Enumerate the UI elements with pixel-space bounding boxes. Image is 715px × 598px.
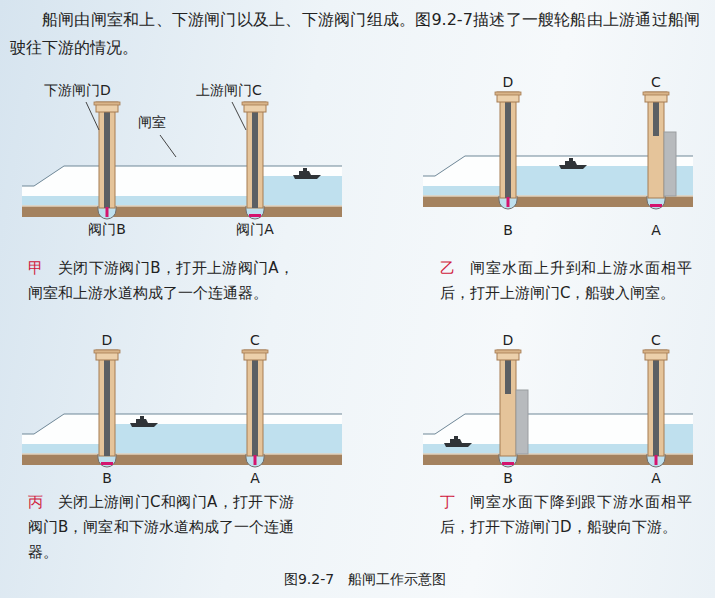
upstream-water (255, 424, 342, 454)
gate-letter: D (503, 332, 514, 348)
lock-panel (423, 350, 693, 467)
gate-closed (242, 350, 268, 456)
ship (293, 168, 321, 179)
part-label: 下游闸门D (44, 82, 111, 99)
valve-letter: B (102, 470, 112, 486)
gate-closed (94, 102, 120, 208)
riverbed (22, 206, 342, 217)
downstream-water (22, 444, 107, 454)
leader-line (160, 135, 176, 157)
step-description: 闸室水面上升到和上游水面相平后，打开上游闸门C，船驶入闸室。 (440, 256, 692, 306)
part-label: 阀门A (236, 221, 274, 238)
step-description: 关闭下游阀门B，打开上游阀门A，闸室和上游水道构成了一个连通器。 (28, 256, 294, 306)
valve-open (101, 462, 113, 465)
gate-closed (242, 102, 268, 208)
step-marker: 丙 (28, 490, 43, 515)
ship (444, 436, 472, 447)
leader-line (232, 102, 246, 130)
gate-open (495, 350, 528, 456)
valve-closed (106, 207, 109, 217)
valve-letter: A (250, 470, 260, 486)
step-marker: 乙 (440, 256, 455, 281)
valve-letter: A (651, 470, 661, 486)
gate-letter: D (102, 332, 113, 348)
valve-letter: A (651, 222, 661, 238)
leader-line (86, 102, 99, 130)
chamber-water (107, 424, 255, 454)
step-marker: 丁 (440, 490, 455, 515)
chamber-water (508, 166, 656, 196)
embankment (22, 414, 342, 454)
step-description: 闸室水面下降到跟下游水面相平后，打开下游闸门D，船驶向下游。 (440, 490, 692, 540)
embankment (22, 166, 342, 206)
gate-letter: D (503, 74, 514, 90)
lock-panel (423, 92, 693, 209)
riverbed (22, 454, 342, 465)
chamber-water (107, 196, 255, 206)
chamber-water (508, 444, 656, 454)
valve-open (650, 204, 662, 207)
downstream-water (423, 186, 508, 196)
ship (130, 416, 158, 427)
riverbed-edge (22, 205, 342, 207)
valve-open (502, 462, 514, 465)
valve-closed (655, 455, 658, 465)
figure-caption: 图9.2-7 船闸工作示意图 (284, 569, 446, 589)
riverbed-edge (22, 453, 342, 455)
downstream-water (22, 196, 107, 206)
lock-panel (22, 102, 342, 219)
gate-letter: C (250, 332, 260, 348)
valve-closed (507, 197, 510, 207)
gate-letter: C (651, 332, 661, 348)
valve-letter: B (503, 222, 513, 238)
gate-closed (94, 350, 120, 456)
gate-open (643, 92, 676, 198)
lock-panel (22, 350, 342, 467)
gate-closed (643, 350, 669, 456)
valve-open (249, 214, 261, 217)
gate-letter: C (651, 74, 661, 90)
upstream-water (255, 176, 342, 206)
ship (559, 158, 587, 169)
step-marker: 甲 (28, 256, 43, 281)
part-label: 阀门B (88, 221, 126, 238)
part-label: 闸室 (138, 114, 166, 131)
step-description: 关闭上游闸门C和阀门A，打开下游阀门B，闸室和下游水道构成了一个连通器。 (28, 490, 294, 565)
gate-closed (495, 92, 521, 198)
valve-letter: B (503, 470, 513, 486)
intro-paragraph: 船闸由闸室和上、下游闸门以及上、下游阀门组成。图9.2-7描述了一艘轮船由上游通… (10, 6, 700, 62)
valve-closed (254, 455, 257, 465)
part-label: 上游闸门C (196, 82, 262, 99)
